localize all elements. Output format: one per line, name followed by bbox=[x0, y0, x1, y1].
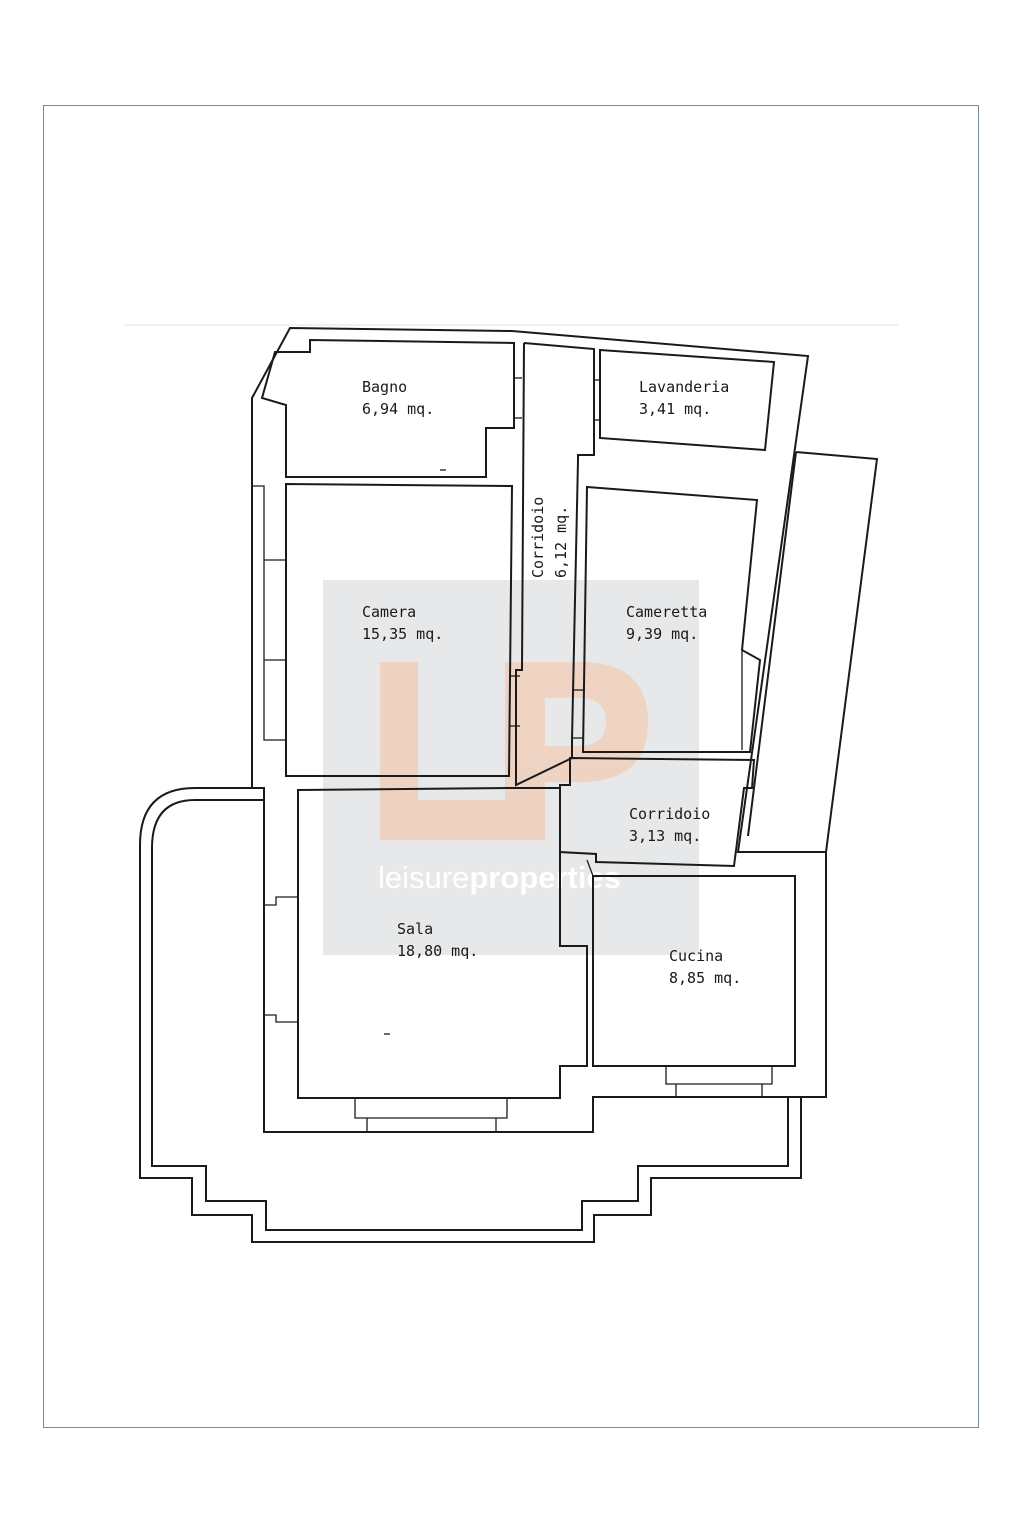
room-cucina-wall bbox=[592, 875, 796, 1067]
room-corridoio-1-area: 6,12 mq. bbox=[552, 506, 570, 578]
room-corridoio-2-area: 3,13 mq. bbox=[629, 827, 701, 845]
room-camera-area: 15,35 mq. bbox=[362, 625, 443, 643]
room-bagno-wall bbox=[260, 338, 515, 478]
room-sala-name: Sala bbox=[397, 920, 433, 938]
room-bagno-area: 6,94 mq. bbox=[362, 400, 434, 418]
room-camera-wall bbox=[285, 482, 514, 777]
annex-wall bbox=[747, 451, 879, 853]
room-cameretta-name: Cameretta bbox=[626, 603, 707, 621]
room-cucina-name: Cucina bbox=[669, 947, 723, 965]
room-camera-name: Camera bbox=[362, 603, 416, 621]
room-corridoio-1-name: Corridoio bbox=[529, 497, 547, 578]
room-corridoio-2-wall bbox=[559, 756, 756, 868]
terrace-inner bbox=[151, 799, 789, 1231]
terrace-outer bbox=[139, 787, 802, 1243]
watermark-brand: leisureproperties bbox=[378, 860, 621, 895]
room-lavanderia-area: 3,41 mq. bbox=[639, 400, 711, 418]
room-cameretta-wall bbox=[581, 485, 762, 753]
room-sala-area: 18,80 mq. bbox=[397, 942, 478, 960]
page-frame bbox=[43, 105, 979, 1428]
room-sala-wall bbox=[297, 787, 588, 1099]
room-corridoio-2-name: Corridoio bbox=[629, 805, 710, 823]
watermark-logo bbox=[380, 662, 648, 840]
room-lavanderia-name: Lavanderia bbox=[639, 378, 729, 396]
room-cucina-area: 8,85 mq. bbox=[669, 969, 741, 987]
room-cameretta-area: 9,39 mq. bbox=[626, 625, 698, 643]
room-lavanderia-wall bbox=[599, 348, 776, 452]
room-bagno-name: Bagno bbox=[362, 378, 407, 396]
